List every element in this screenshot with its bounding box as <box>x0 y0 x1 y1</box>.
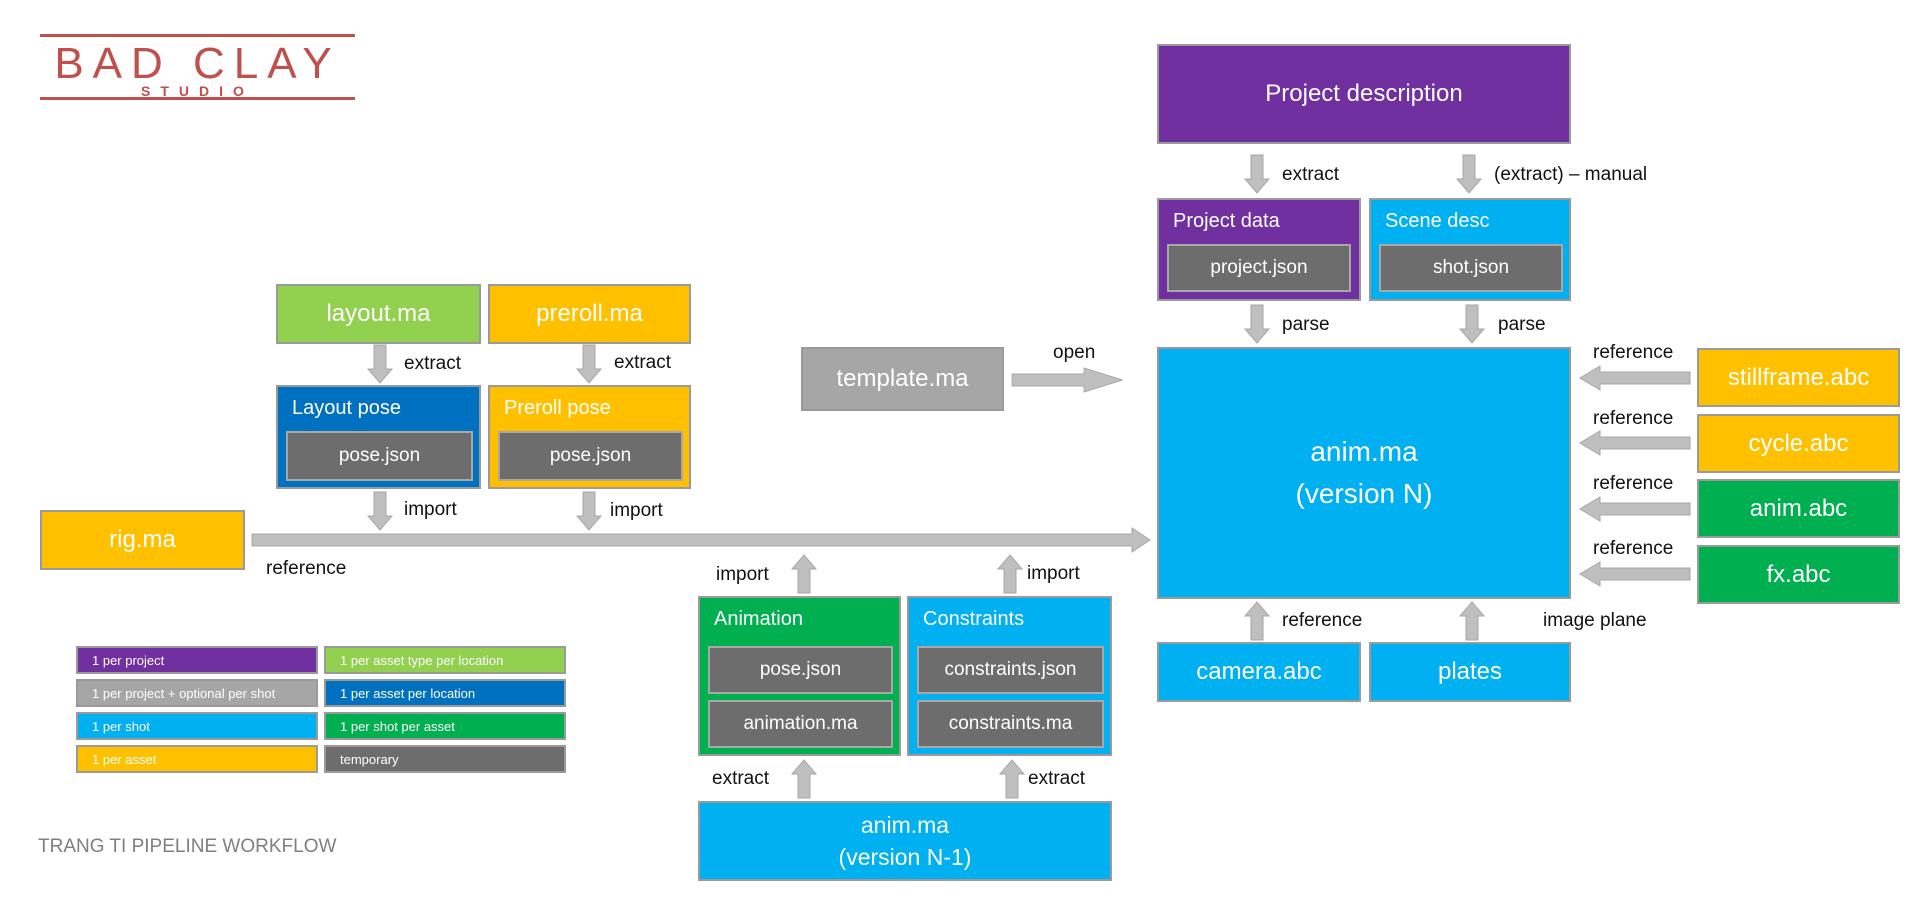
legend-per-asset-per-location: 1 per asset per location <box>324 679 566 707</box>
label-import-preroll: import <box>610 500 663 521</box>
arrow-import-preroll <box>575 491 603 531</box>
arrow-import-layout <box>366 491 394 531</box>
label-reference-cycle: reference <box>1593 408 1674 429</box>
legend-per-project-optional-per-shot: 1 per project + optional per shot <box>76 679 318 707</box>
arrow-import-constraints <box>996 554 1024 594</box>
anim-ma-n1-version: (version N-1) <box>838 844 972 870</box>
scene-desc-title: Scene desc <box>1385 210 1490 232</box>
arrow-extract-animation <box>790 759 818 799</box>
constraints-json-file: constraints.json <box>917 646 1104 694</box>
arrow-extract-constraints <box>998 759 1026 799</box>
arrow-extract-layout <box>366 344 394 384</box>
anim-abc-node: anim.abc <box>1697 479 1900 538</box>
cycle-abc-node: cycle.abc <box>1697 414 1900 473</box>
arrow-import-animation <box>790 554 818 594</box>
arrow-reference-stillframe <box>1579 365 1691 391</box>
label-parse-scene: parse <box>1498 314 1546 335</box>
arrow-reference-anim <box>1579 496 1691 522</box>
layout-pose-json-file: pose.json <box>286 431 473 481</box>
project-data-title: Project data <box>1173 210 1280 232</box>
arrow-parse-project <box>1243 304 1271 344</box>
label-extract-manual: (extract) – manual <box>1494 164 1648 185</box>
legend-per-asset: 1 per asset <box>76 745 318 773</box>
label-reference-anim: reference <box>1593 473 1674 494</box>
label-extract-animation: extract <box>712 768 770 789</box>
plates-node: plates <box>1369 642 1571 702</box>
animation-title: Animation <box>714 608 803 630</box>
studio-logo: BAD CLAY STUDIO <box>40 34 355 100</box>
legend-per-shot: 1 per shot <box>76 712 318 740</box>
anim-ma-n-version: (version N) <box>1295 478 1433 509</box>
label-extract-preroll: extract <box>614 352 672 373</box>
layout-ma-node: layout.ma <box>276 284 481 344</box>
arrow-extract-manual <box>1455 154 1483 194</box>
project-json-file: project.json <box>1167 244 1351 292</box>
legend-per-shot-per-asset: 1 per shot per asset <box>324 712 566 740</box>
anim-ma-version-n1-node: anim.ma (version N-1) <box>698 801 1112 881</box>
legend-per-project: 1 per project <box>76 646 318 674</box>
anim-ma-n-name: anim.ma <box>1310 436 1418 467</box>
logo-text: BAD CLAY <box>54 39 341 88</box>
arrow-open <box>1011 367 1123 393</box>
label-extract-project: extract <box>1282 164 1340 185</box>
label-reference-rig: reference <box>266 558 347 579</box>
animation-group: Animation pose.json animation.ma <box>698 596 901 756</box>
rig-ma-node: rig.ma <box>40 510 245 570</box>
label-import-constraints: import <box>1027 563 1080 584</box>
shot-json-file: shot.json <box>1379 244 1563 292</box>
constraints-ma-file: constraints.ma <box>917 700 1104 748</box>
template-ma-node: template.ma <box>801 347 1004 411</box>
fx-abc-node: fx.abc <box>1697 545 1900 604</box>
project-data-group: Project data project.json <box>1157 198 1361 301</box>
logo-top-rule <box>40 34 355 37</box>
legend: 1 per project 1 per asset type per locat… <box>76 646 568 774</box>
constraints-group: Constraints constraints.json constraints… <box>907 596 1112 756</box>
arrow-parse-scene <box>1458 304 1486 344</box>
label-import-layout: import <box>404 499 457 520</box>
project-description-node: Project description <box>1157 44 1571 144</box>
scene-desc-group: Scene desc shot.json <box>1369 198 1571 301</box>
preroll-pose-group: Preroll pose pose.json <box>488 385 691 489</box>
anim-ma-version-n-node: anim.ma (version N) <box>1157 347 1571 599</box>
stillframe-abc-node: stillframe.abc <box>1697 348 1900 407</box>
camera-abc-node: camera.abc <box>1157 642 1361 702</box>
logo-subtext: STUDIO <box>141 83 254 99</box>
label-extract-constraints: extract <box>1028 768 1086 789</box>
label-extract-layout: extract <box>404 353 462 374</box>
label-reference-camera: reference <box>1282 610 1363 631</box>
legend-per-asset-type-per-location: 1 per asset type per location <box>324 646 566 674</box>
preroll-pose-json-file: pose.json <box>498 431 683 481</box>
layout-pose-group: Layout pose pose.json <box>276 385 481 489</box>
arrow-reference-rig <box>251 527 1151 553</box>
arrow-extract-project <box>1243 154 1271 194</box>
label-parse-project: parse <box>1282 314 1330 335</box>
anim-ma-n1-name: anim.ma <box>860 812 950 838</box>
label-image-plane: image plane <box>1543 610 1647 631</box>
label-open: open <box>1053 342 1096 363</box>
label-import-animation: import <box>716 564 769 585</box>
legend-temporary: temporary <box>324 745 566 773</box>
preroll-ma-node: preroll.ma <box>488 284 691 344</box>
arrow-extract-preroll <box>575 344 603 384</box>
animation-pose-json-file: pose.json <box>708 646 893 694</box>
constraints-title: Constraints <box>923 608 1025 630</box>
preroll-pose-title: Preroll pose <box>504 397 611 419</box>
arrow-reference-cycle <box>1579 430 1691 456</box>
animation-ma-file: animation.ma <box>708 700 893 748</box>
footer-title: TRANG TI PIPELINE WORKFLOW <box>38 836 337 857</box>
logo-bottom-rule <box>40 97 355 100</box>
label-reference-stillframe: reference <box>1593 342 1674 363</box>
layout-pose-title: Layout pose <box>292 397 401 419</box>
label-reference-fx: reference <box>1593 538 1674 559</box>
arrow-image-plane <box>1458 601 1486 641</box>
arrow-reference-fx <box>1579 561 1691 587</box>
arrow-reference-camera <box>1243 601 1271 641</box>
